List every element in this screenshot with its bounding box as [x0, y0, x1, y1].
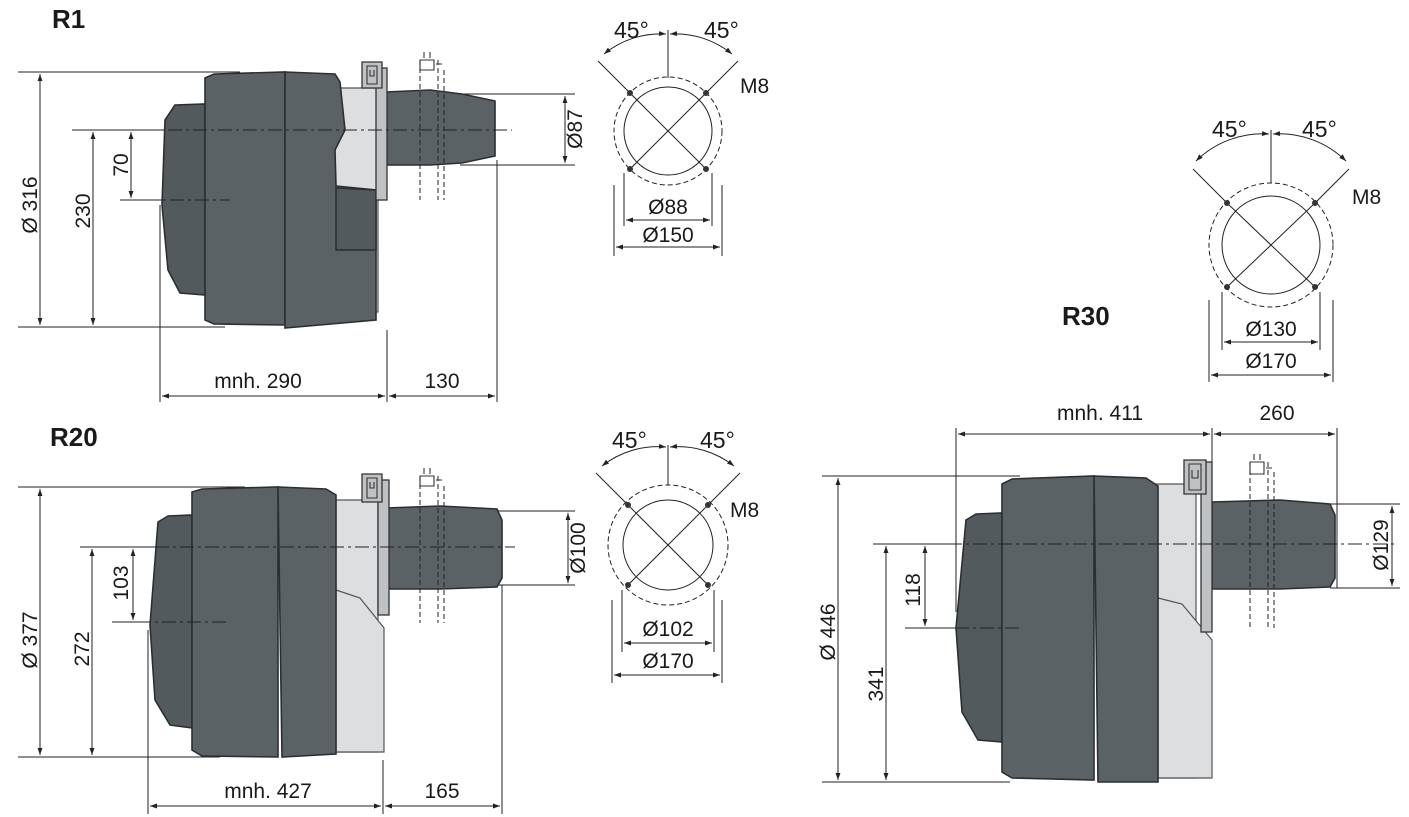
r30-tube-diameter: Ø129	[1370, 519, 1393, 570]
r20-height: 272	[71, 631, 94, 666]
r1-flange-view: 45° 45° M8 Ø88 Ø150	[597, 17, 769, 256]
r1-angle-right: 45°	[704, 17, 739, 43]
r1-title: R1	[52, 4, 85, 34]
r30-title: R30	[1062, 301, 1110, 331]
r30-flange-outer: Ø170	[1245, 350, 1296, 373]
r20-drawing: R20 Ø 377 272 103 Ø100 mn	[18, 422, 590, 814]
r30-angle-right: 45°	[1302, 116, 1337, 142]
r1-bolt-size: M8	[740, 75, 769, 98]
r30-total-diameter: Ø 446	[817, 603, 840, 660]
r20-title: R20	[50, 422, 98, 452]
r20-angle-right: 45°	[700, 427, 735, 453]
r1-tube-diameter: Ø87	[564, 109, 587, 149]
r30-flange-inner: Ø130	[1245, 318, 1296, 341]
r1-flange-inner: Ø88	[648, 196, 688, 219]
r30-bolt-size: M8	[1352, 186, 1381, 209]
r20-tube-length: 165	[424, 780, 459, 803]
r20-total-diameter: Ø 377	[19, 611, 42, 668]
r30-flange-view: 45° 45° M8 Ø130 Ø170	[1192, 116, 1381, 382]
r20-flange-outer: Ø170	[642, 650, 693, 673]
r30-offset: 118	[902, 573, 925, 606]
r1-flange-outer: Ø150	[642, 224, 693, 247]
r1-tube-length: 130	[424, 370, 459, 393]
r20-flange-inner: Ø102	[642, 618, 693, 641]
r20-tube-diameter: Ø100	[567, 522, 590, 573]
r30-drawing: R30 Ø 446 341 118 Ø129 mn	[817, 301, 1400, 783]
r1-height: 230	[72, 193, 95, 228]
r30-angle-left: 45°	[1212, 116, 1247, 142]
r20-length: mnh. 427	[224, 780, 312, 803]
r1-length: mnh. 290	[214, 370, 302, 393]
r30-tube-length: 260	[1259, 402, 1294, 425]
r1-angle-left: 45°	[614, 17, 649, 43]
r20-bolt-size: M8	[730, 499, 759, 522]
r20-offset: 103	[110, 565, 133, 600]
r20-angle-left: 45°	[612, 427, 647, 453]
r1-total-diameter: Ø 316	[19, 176, 42, 233]
r20-flange-view: 45° 45° M8 Ø102 Ø170	[595, 427, 759, 683]
r30-length: mnh. 411	[1057, 402, 1143, 425]
r30-height: 341	[865, 666, 888, 701]
r1-offset: 70	[110, 153, 133, 176]
r1-drawing: R1 Ø 316 230	[18, 4, 587, 402]
